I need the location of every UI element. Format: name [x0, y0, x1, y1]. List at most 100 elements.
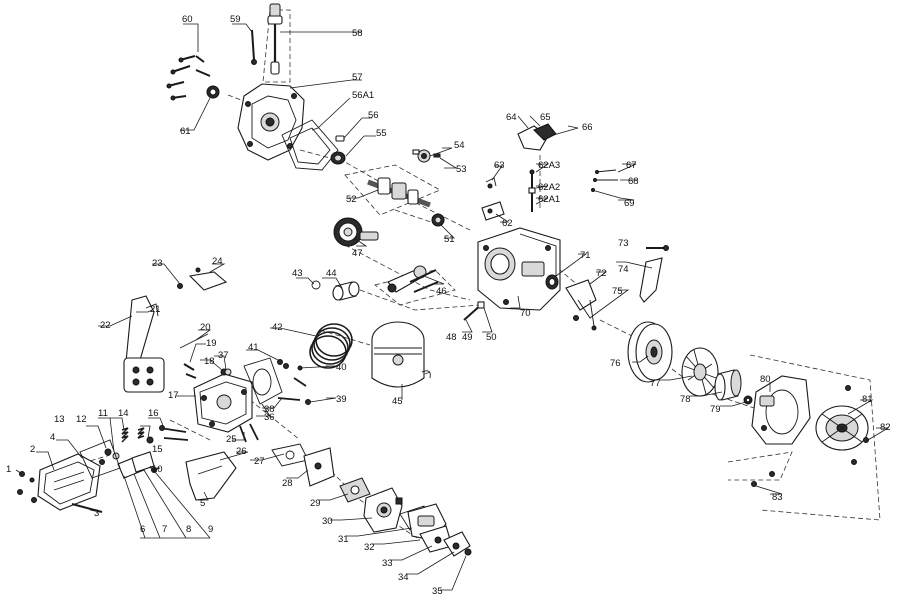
callout-16: 16: [148, 408, 159, 419]
callout-62A2: 62A2: [538, 182, 560, 193]
callout-56: 56: [368, 110, 379, 121]
callout-3: 3: [94, 508, 99, 519]
gasket-part-56A1: [281, 119, 339, 171]
callout-4: 4: [50, 432, 55, 443]
callout-70: 70: [520, 308, 531, 319]
callout-51: 51: [444, 234, 455, 245]
callout-2: 2: [30, 444, 35, 455]
fan-part-77: [681, 347, 719, 397]
callout-74: 74: [618, 264, 629, 275]
leader-lines: [15, 23, 890, 591]
carburetor-part-30: [363, 487, 403, 533]
callout-45: 45: [392, 396, 403, 407]
pin-part-56: [335, 135, 345, 142]
callout-81: 81: [862, 394, 873, 405]
bolts-part-60: [166, 55, 211, 101]
callout-37: 37: [218, 350, 229, 361]
callout-20: 20: [200, 322, 211, 333]
camshaft-gear-part-47: [333, 217, 379, 247]
callout-63: 63: [494, 160, 505, 171]
callout-27: 27: [254, 456, 265, 467]
callout-44: 44: [326, 268, 337, 279]
dipstick-part-58: [267, 3, 283, 75]
callout-76: 76: [610, 358, 621, 369]
callout-15: 15: [152, 444, 163, 455]
breather-tube-part-3: [71, 503, 103, 513]
flywheel-part-76: [627, 321, 673, 383]
callout-10: 10: [152, 464, 163, 475]
bearing-part-51: [431, 213, 445, 227]
starter-pulley-part-78: [714, 369, 742, 401]
callout-55: 55: [376, 128, 387, 139]
callout-60: 60: [182, 14, 193, 25]
bolts-part-83: [751, 471, 775, 487]
valve-cover-part-2: [37, 453, 101, 511]
gasket-part-29: [339, 477, 371, 503]
ignition-coil-part-72: [565, 279, 599, 321]
callout-65: 65: [540, 112, 551, 123]
callout-59: 59: [230, 14, 241, 25]
callout-79: 79: [710, 404, 721, 415]
crankshaft-part-52: [367, 177, 431, 208]
callout-46: 46: [436, 286, 447, 297]
callout-50: 50: [486, 332, 497, 343]
callout-62: 62: [502, 218, 513, 229]
valve-spring-part-14-15: [121, 427, 154, 444]
callout-31: 31: [338, 534, 349, 545]
callout-8: 8: [186, 524, 191, 535]
callout-62A3: 62A3: [538, 160, 560, 171]
callout-6: 6: [140, 524, 145, 535]
callout-25: 25: [226, 434, 237, 445]
callout-61: 61: [180, 126, 191, 137]
callout-62A1: 62A1: [538, 194, 560, 205]
oil-seal-part-71: [545, 274, 559, 290]
bolt-part-48-49: [463, 301, 485, 321]
callout-32: 32: [364, 542, 375, 553]
assembly-axes: [59, 9, 881, 541]
callout-52: 52: [346, 194, 357, 205]
callout-41: 41: [248, 342, 259, 353]
callout-48: 48: [446, 332, 457, 343]
crankcase-cover-part-57: [237, 83, 305, 161]
pin-part-53: [433, 153, 441, 158]
studs-part-25: [239, 423, 259, 443]
fan-housing-part-80: [751, 375, 811, 445]
exhaust-pipe-part-22-21: [123, 295, 165, 393]
callout-17: 17: [168, 390, 179, 401]
callout-67: 67: [626, 160, 637, 171]
callout-29: 29: [310, 498, 321, 509]
bolts-part-1: [17, 471, 37, 503]
rocker-arms-part-6-10: [117, 451, 157, 479]
gasket-part-36: [243, 357, 283, 405]
callout-7: 7: [162, 524, 167, 535]
callout-78: 78: [680, 394, 691, 405]
callout-53: 53: [456, 164, 467, 175]
callout-58: 58: [352, 28, 363, 39]
callout-labels: 1 2 3 4 5 6 7 8 9 10 11 12 13 14 15 16 1…: [6, 14, 891, 597]
callout-5: 5: [200, 498, 205, 509]
gasket-part-4: [79, 439, 121, 479]
shaft-part-62A: [528, 169, 536, 212]
gasket-part-27: [271, 443, 309, 467]
callout-43: 43: [292, 268, 303, 279]
pushrods-part-38-39-40: [277, 365, 311, 405]
bolt-part-59: [251, 29, 257, 65]
piston-rings-part-42: [309, 323, 353, 369]
clips-part-43: [311, 280, 321, 290]
callout-47: 47: [352, 248, 363, 259]
callout-34: 34: [398, 572, 409, 583]
callout-66: 66: [582, 122, 593, 133]
callout-1: 1: [6, 464, 11, 475]
pins-part-19-20: [179, 333, 209, 379]
callout-40: 40: [336, 362, 347, 373]
crankcase-part-70: [477, 227, 561, 311]
callout-64: 64: [506, 112, 517, 123]
bracket-part-74: [639, 257, 663, 303]
parts-part-23-24: [177, 267, 228, 291]
callout-26: 26: [236, 446, 247, 457]
bracket-part-34: [443, 531, 471, 557]
callout-49: 49: [462, 332, 473, 343]
callout-80: 80: [760, 374, 771, 385]
callout-28: 28: [282, 478, 293, 489]
callout-23: 23: [152, 258, 163, 269]
